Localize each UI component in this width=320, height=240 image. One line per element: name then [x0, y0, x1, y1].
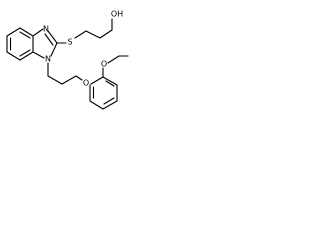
molecule-drawing: N S OH N O O: [6, 10, 129, 110]
methoxy-oxygen-label: O: [101, 60, 107, 69]
methoxyphenyl-ring: [89, 55, 129, 110]
ether-oxygen-label: O: [83, 79, 89, 88]
imine-nitrogen-label: N: [43, 25, 49, 34]
atom-labels: N S OH N O O: [43, 10, 123, 88]
ethoxy-linker: [47, 62, 83, 85]
thioethanol-chain: [56, 18, 113, 44]
benzimidazole-benzene-ring: [6, 27, 34, 61]
imidazole-ring: [32, 28, 58, 59]
hydroxyl-label: OH: [111, 10, 123, 19]
ring-nitrogen-label: N: [45, 55, 51, 64]
sulfur-label: S: [67, 38, 72, 47]
structure-canvas: N S OH N O O: [0, 0, 145, 127]
